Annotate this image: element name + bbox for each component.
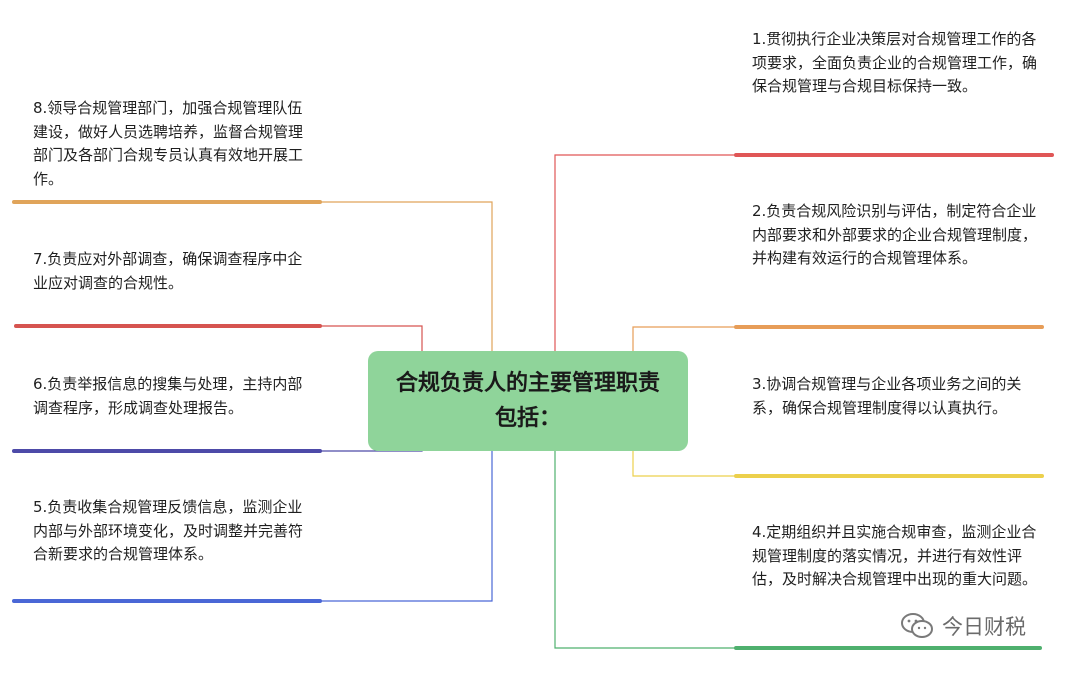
branch-7-text: 7.负责应对外部调查，确保调查程序中企业应对调查的合规性。 [33,250,303,292]
branch-4-text: 4.定期组织并且实施合规审查，监测企业合规管理制度的落实情况，并进行有效性评估，… [752,523,1038,588]
branch-2-text: 2.负责合规风险识别与评估，制定符合企业内部要求和外部要求的企业合规管理制度，并… [752,202,1038,267]
watermark-text: 今日财税 [942,615,1026,639]
central-topic-title: 合规负责人的主要管理职责包括： [395,371,660,431]
branch-5-text: 5.负责收集合规管理反馈信息，监测企业内部与外部环境变化，及时调整并完善符合新要… [33,498,304,563]
branch-6-text: 6.负责举报信息的搜集与处理，主持内部调查程序，形成调查处理报告。 [33,375,303,417]
branch-4-connector [554,451,736,649]
wechat-icon [901,613,933,638]
branch-8-connector [320,201,493,351]
watermark: 今日财税 [900,611,1026,641]
branch-5-connector [320,451,493,602]
branch-3-text: 3.协调合规管理与企业各项业务之间的关系，确保合规管理制度得以认真执行。 [752,375,1022,417]
central-topic: 合规负责人的主要管理职责包括： [368,351,688,451]
branch-8-text: 8.领导合规管理部门，加强合规管理队伍建设，做好人员选聘培养，监督合规管理部门及… [33,99,304,188]
branch-1-text: 1.贯彻执行企业决策层对合规管理工作的各项要求，全面负责企业的合规管理工作，确保… [752,30,1038,95]
